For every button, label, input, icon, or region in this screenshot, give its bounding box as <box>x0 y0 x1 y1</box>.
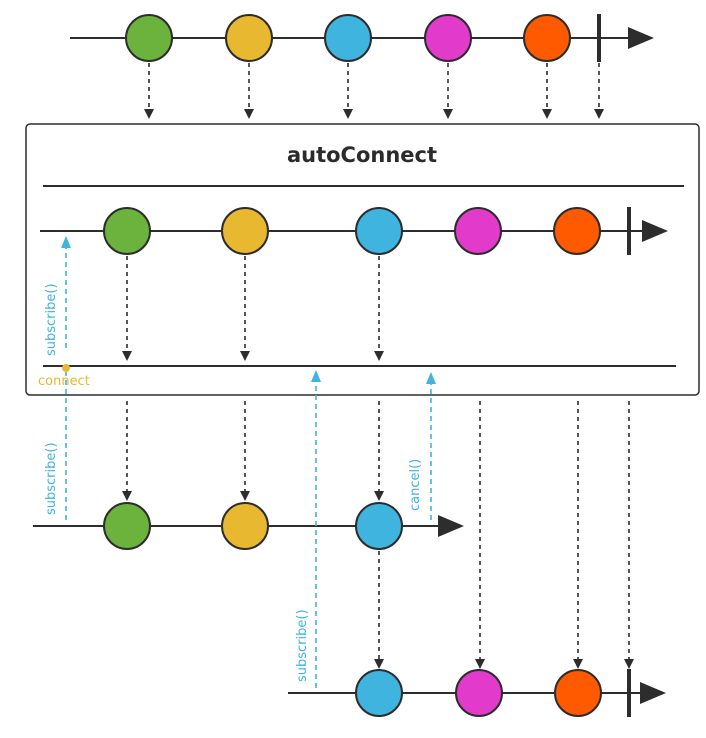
source-marble-blue <box>324 14 372 62</box>
subscriber-1-marble-yellow <box>221 502 269 550</box>
operator-title: autoConnect <box>287 143 437 167</box>
operator-box-frame <box>25 123 700 396</box>
inner-subscribe-label: subscribe() <box>44 283 59 356</box>
source-marbles <box>125 14 571 62</box>
source-timeline-arrowhead <box>628 27 654 49</box>
subscriber-1-marbles <box>103 502 403 550</box>
connect-dot <box>62 364 70 372</box>
inner-marble-green <box>103 207 151 255</box>
inner-marble-blue <box>355 207 403 255</box>
source-marble-magenta <box>424 14 472 62</box>
source-marble-yellow <box>225 14 273 62</box>
subscriber-2-marble-orange <box>554 669 602 717</box>
subscriber-1-marble-blue <box>355 502 403 550</box>
inner-emission-arrows <box>122 256 384 361</box>
subscriber-2-marbles <box>355 669 602 717</box>
inner-timeline-arrowhead <box>642 220 668 242</box>
subscriber-1-marble-green <box>103 502 151 550</box>
subscriber-2-marble-blue <box>355 669 403 717</box>
source-marble-green <box>125 14 173 62</box>
source-marble-orange <box>523 14 571 62</box>
subscriber-2-arrowhead <box>640 682 666 704</box>
source-timeline <box>70 14 654 62</box>
source-to-operator-arrows <box>144 63 604 119</box>
operator-output-arrows <box>122 401 634 669</box>
subscriber-2-subscribe-label: subscribe() <box>295 609 310 682</box>
inner-marble-magenta <box>454 207 502 255</box>
inner-marbles <box>103 207 601 255</box>
subscriber-1-arrowhead <box>438 515 464 537</box>
subscriber-2-marble-magenta <box>455 669 503 717</box>
subscriber-2-timeline: subscribe() <box>288 370 666 717</box>
inner-marble-yellow <box>221 207 269 255</box>
subscriber-1-subscribe-label: subscribe() <box>44 442 59 515</box>
operator-box: autoConnect subscribe() connect <box>25 123 700 396</box>
connect-label: connect <box>38 374 90 389</box>
inner-marble-orange <box>553 207 601 255</box>
subscriber-1-cancel-label: cancel() <box>408 459 423 511</box>
subscriber-1-timeline: subscribe() cancel() <box>33 372 464 550</box>
